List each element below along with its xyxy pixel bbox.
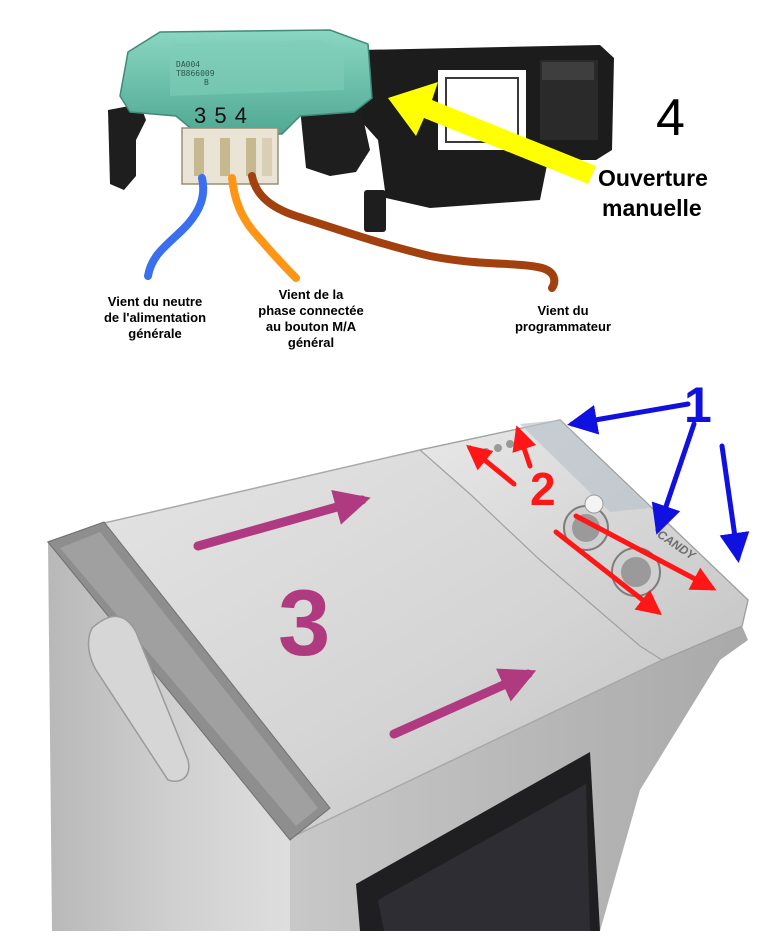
- door-lock-assembly: [108, 29, 614, 232]
- washing-machine: [46, 419, 749, 931]
- manual-release-label: Ouverture manuelle: [598, 163, 708, 223]
- label-line: Vient du neutre: [107, 294, 203, 309]
- label-line: Vient du: [537, 303, 589, 318]
- label-line: Vient de la: [278, 287, 344, 302]
- callout-3-number: 3: [278, 570, 331, 675]
- wire-phase: [228, 174, 300, 282]
- neutral-wire-label: Vient du neutre de l'alimentation généra…: [80, 294, 230, 342]
- callout-2-number: 2: [530, 463, 556, 515]
- manual-release-line: manuelle: [602, 195, 702, 221]
- label-line: programmateur: [514, 319, 612, 334]
- label-line: au bouton M/A: [265, 319, 357, 334]
- sticker-line: B: [204, 78, 209, 87]
- sticker-text: DA004 TB866009 B: [176, 60, 215, 87]
- lock-plunger: [364, 190, 386, 232]
- sticker-line: DA004: [176, 60, 201, 69]
- callout-1-number: 1: [684, 377, 712, 433]
- callout-4-number: 4: [656, 89, 685, 147]
- wire-neutral: [144, 174, 208, 280]
- callout-3-arrows: [193, 489, 537, 739]
- label-line: phase connectée: [258, 303, 364, 318]
- sticker-line: TB866009: [176, 69, 215, 78]
- lid-handle: [87, 615, 190, 782]
- callout-1-arrows: [567, 401, 750, 563]
- manual-release-arrow: [388, 82, 596, 184]
- callout-2-arrows: [466, 425, 717, 616]
- label-line: générale: [128, 326, 182, 341]
- label-line: de l'alimentation: [103, 310, 207, 325]
- wire-programmer: [248, 172, 559, 292]
- manual-release-line: Ouverture: [598, 165, 708, 191]
- pin-numbers: 3 5 4: [194, 103, 248, 128]
- lock-clip-left: [108, 104, 146, 190]
- programmer-wire-label: Vient du programmateur: [498, 303, 628, 335]
- machine-side: [290, 626, 748, 931]
- wires: [144, 172, 559, 292]
- phase-wire-label: Vient de la phase connectée au bouton M/…: [242, 287, 380, 351]
- label-line: général: [287, 335, 335, 350]
